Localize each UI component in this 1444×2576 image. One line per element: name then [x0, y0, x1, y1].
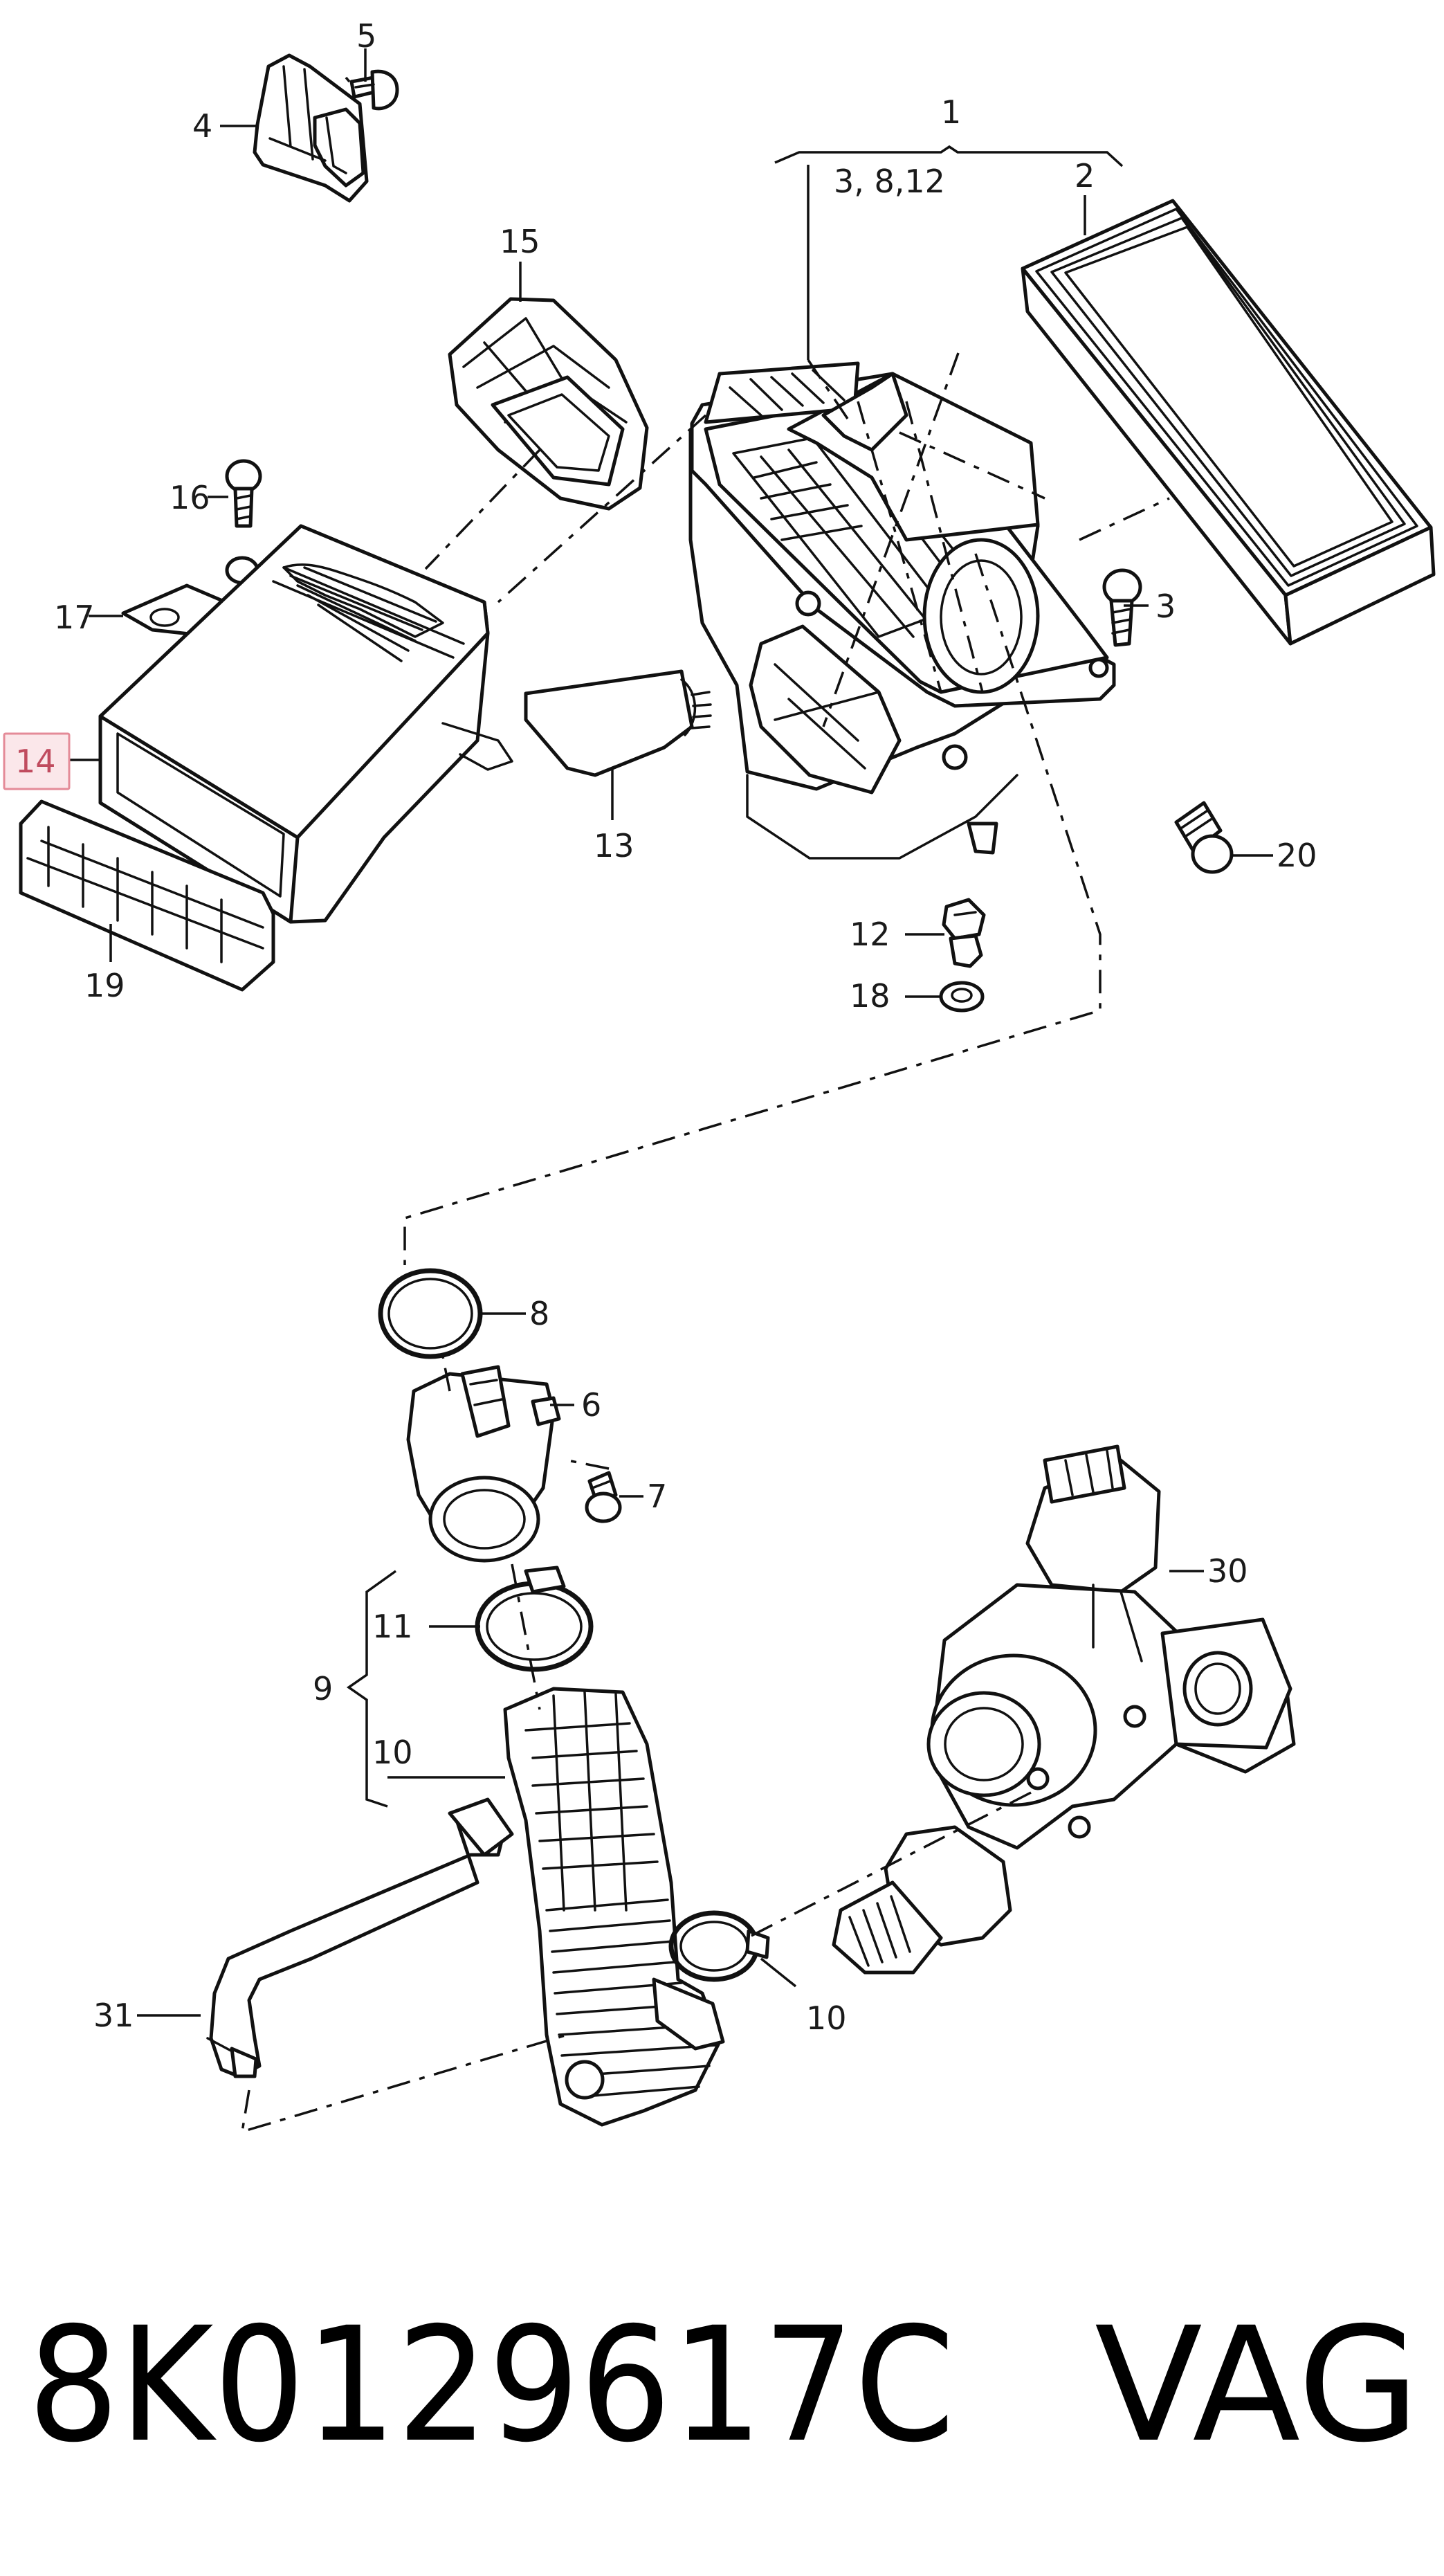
seal-part-18 — [939, 981, 985, 1013]
callout-1: 1 — [941, 93, 961, 131]
footer: 8K0129617C VAG — [28, 2293, 1420, 2477]
callout-13: 13 — [594, 827, 634, 864]
callout-10-right: 10 — [806, 1999, 847, 2037]
insert-part-13 — [524, 669, 712, 777]
guide-part-19 — [19, 799, 275, 992]
screw-part-5 — [349, 69, 399, 111]
highlight-box — [3, 732, 71, 790]
bracket-part-4 — [253, 53, 369, 203]
air-filter-part-2 — [1021, 199, 1436, 646]
brand-label: VAG — [1095, 2293, 1420, 2477]
callout-9: 9 — [313, 1670, 333, 1707]
callout-15: 15 — [500, 223, 540, 260]
part-number: 8K0129617C — [28, 2293, 955, 2477]
bolt-part-16 — [225, 459, 262, 528]
callout-3-8-12: 3, 8,12 — [834, 163, 945, 200]
inlet-grille-part-15 — [448, 297, 649, 511]
callout-18: 18 — [850, 977, 890, 1015]
duct-vent-holes — [282, 563, 444, 662]
callout-10-left: 10 — [372, 1734, 413, 1771]
callout-5: 5 — [356, 17, 376, 55]
callout-20: 20 — [1277, 837, 1317, 874]
callout-30: 30 — [1207, 1552, 1248, 1590]
callout-3: 3 — [1155, 588, 1176, 625]
bolt-part-20 — [1174, 801, 1234, 874]
grommet-part-12 — [942, 898, 986, 968]
callout-7: 7 — [647, 1478, 667, 1515]
callout-14: 14 — [15, 743, 56, 780]
o-ring-part-8 — [378, 1268, 483, 1359]
bolt-part-3 — [1102, 568, 1142, 647]
callout-11: 11 — [372, 1608, 413, 1645]
callout-2: 2 — [1075, 157, 1095, 194]
air-mass-meter-part-6 — [406, 1365, 561, 1563]
air-filter-housing-part-1 — [688, 361, 1116, 860]
dashed-connection-lines — [240, 352, 1170, 2134]
screw-part-7 — [585, 1471, 622, 1523]
leader-lines — [69, 48, 1273, 2017]
intake-duct-part-14 — [98, 524, 513, 924]
callout-31: 31 — [93, 1997, 134, 2034]
callout-labels: 1 3, 8,12 2 3 4 5 15 16 17 14 19 13 12 1… — [15, 17, 1317, 2037]
callout-4: 4 — [192, 107, 212, 145]
callout-8: 8 — [529, 1295, 549, 1332]
callout-12: 12 — [850, 916, 890, 953]
hose-clamp-part-11 — [475, 1566, 594, 1672]
breather-hose-part-31 — [206, 1797, 514, 2078]
hose-clamp-part-10-right — [668, 1910, 770, 1982]
callout-16: 16 — [170, 479, 210, 516]
intake-hose-part-10 — [503, 1687, 725, 2127]
callout-6: 6 — [581, 1386, 601, 1424]
turbocharger-part-30 — [832, 1444, 1296, 1975]
callout-19: 19 — [84, 967, 125, 1004]
callout-17: 17 — [54, 599, 95, 636]
